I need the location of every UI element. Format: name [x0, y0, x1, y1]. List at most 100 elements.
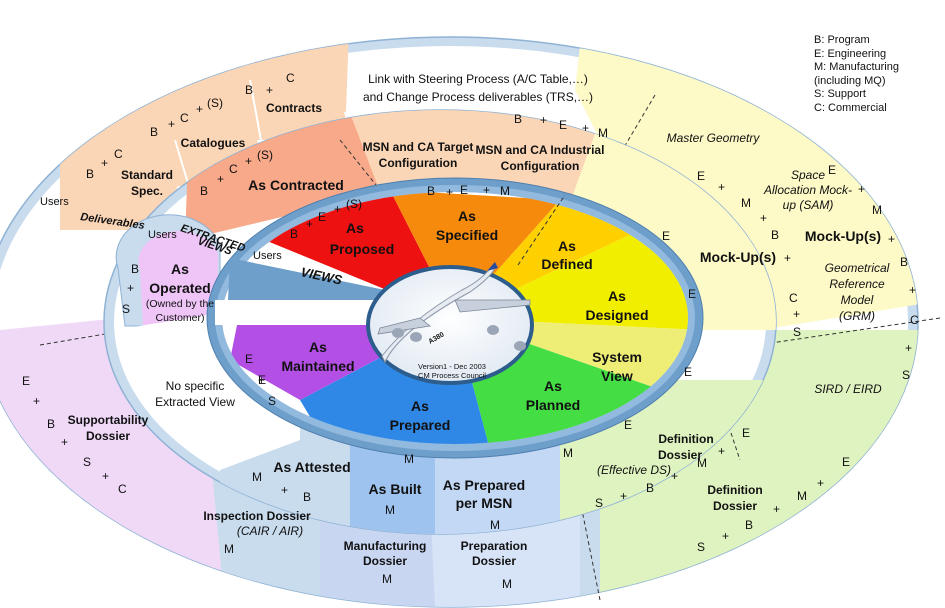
as-attested-label: As Attested	[273, 459, 350, 475]
as-operated-labels: As Operated (Owned by the Customer)	[146, 261, 214, 324]
responsibility-codes: B + C B + C + (S) B + C B + E + M B + C …	[22, 71, 919, 591]
code: +	[127, 281, 134, 295]
legend-item: E: Engineering	[814, 47, 887, 60]
as-operated-segment	[115, 214, 221, 327]
code: (S)	[346, 197, 362, 211]
system-view-line1: System	[592, 349, 642, 365]
code: E	[624, 418, 632, 432]
code: C	[114, 147, 123, 161]
mid-dash-1	[339, 139, 381, 191]
code: S	[595, 496, 603, 510]
code: C	[286, 71, 295, 85]
preparation-line1: Preparation	[461, 539, 528, 553]
code: B	[514, 112, 522, 126]
code: M	[500, 184, 510, 198]
code: C	[180, 111, 189, 125]
mockups-mid-label: Mock-Up(s)	[700, 249, 776, 265]
code: E	[258, 373, 266, 387]
as-defined-line1: As	[558, 238, 576, 254]
legend-item: B: Program	[814, 34, 870, 46]
code: E	[22, 374, 30, 388]
code: S	[268, 394, 276, 408]
definition-line1: Definition	[658, 432, 713, 446]
code: +	[620, 489, 627, 503]
code: M	[382, 572, 392, 586]
code: M	[598, 126, 608, 140]
code: S	[793, 325, 801, 339]
code: E	[697, 169, 705, 183]
code: M	[252, 470, 262, 484]
code: +	[718, 180, 725, 194]
code: E	[318, 210, 326, 224]
grm-line1: Geometrical	[825, 261, 890, 275]
as-prepared-msn-line1: As Prepared	[443, 477, 525, 493]
manufacturing-line1: Manufacturing	[344, 539, 427, 553]
sird-label: SIRD / EIRD	[814, 382, 882, 396]
code: +	[168, 117, 175, 131]
as-operated-fill	[138, 231, 218, 325]
code: E	[742, 426, 750, 440]
code: B	[427, 184, 435, 198]
msn-target-line1: MSN and CA Target	[363, 140, 474, 154]
outer-dash-6	[579, 499, 601, 601]
code: +	[306, 217, 313, 231]
code: +	[266, 83, 273, 97]
sam-line3: up (SAM)	[783, 198, 834, 212]
legend: B: Program E: Engineering M: Manufacturi…	[814, 34, 899, 115]
code: +	[784, 251, 791, 265]
code: E	[828, 163, 836, 177]
code: M	[872, 203, 882, 217]
outer-zone-standard	[60, 120, 180, 230]
supportability-line2: Dossier	[86, 429, 130, 443]
code: +	[483, 183, 490, 197]
code: +	[258, 373, 265, 387]
code: +	[33, 394, 40, 408]
code: +	[582, 121, 589, 135]
as-prepared-line1: As	[411, 398, 429, 414]
legend-item: C: Commercial	[814, 101, 887, 114]
middle-labels: As Contracted MSN and CA Target Configur…	[248, 140, 776, 511]
grm-line3: Model	[841, 293, 874, 307]
code: +	[671, 469, 678, 483]
users-inner-label: Users	[253, 250, 282, 262]
code: S	[122, 302, 130, 316]
code: +	[102, 469, 109, 483]
steering-line2: and Change Process deliverables (TRS,…)	[363, 90, 593, 104]
code: (S)	[257, 148, 273, 162]
code: M	[563, 446, 573, 460]
catalogues-label: Catalogues	[181, 136, 246, 150]
standard-spec-line1: Standard	[121, 168, 173, 182]
code: B	[131, 262, 139, 276]
supportability-line1: Supportability	[68, 413, 149, 427]
inspection-line2: (CAIR / AIR)	[237, 524, 303, 538]
msn-industrial-line2: Configuration	[501, 159, 580, 173]
grm-line2: Reference	[829, 277, 885, 291]
center-hub: A380 Version1 - Dec 2003 CM Process Coun…	[366, 262, 534, 385]
view-dash	[517, 194, 566, 266]
as-planned-line1: As	[544, 378, 562, 394]
code: M	[385, 503, 395, 517]
code: +	[196, 102, 203, 116]
code: M	[224, 542, 234, 556]
code: +	[101, 156, 108, 170]
steering-line1: Link with Steering Process (A/C Table,…)	[368, 72, 588, 86]
code: +	[888, 232, 895, 246]
views-label-band	[228, 258, 385, 300]
as-operated-line4: Customer)	[155, 312, 204, 324]
as-prepared-msn-line2: per MSN	[456, 495, 513, 511]
code: +	[909, 283, 916, 297]
code: S	[902, 368, 910, 382]
msn-industrial-line1: MSN and CA Industrial	[476, 143, 605, 157]
view-labels: As Proposed As Specified As Defined As D…	[281, 208, 648, 433]
as-designed-line2: Designed	[585, 307, 648, 323]
code: E	[662, 229, 670, 243]
code: M	[797, 489, 807, 503]
code: B	[303, 490, 311, 504]
inspection-line1: Inspection Dossier	[203, 509, 311, 523]
code: +	[905, 341, 912, 355]
definition-outer-line2: Dossier	[713, 499, 757, 513]
outer-zone-contracts	[235, 37, 350, 140]
code: C	[789, 291, 798, 305]
outer-sep-1	[249, 79, 263, 147]
